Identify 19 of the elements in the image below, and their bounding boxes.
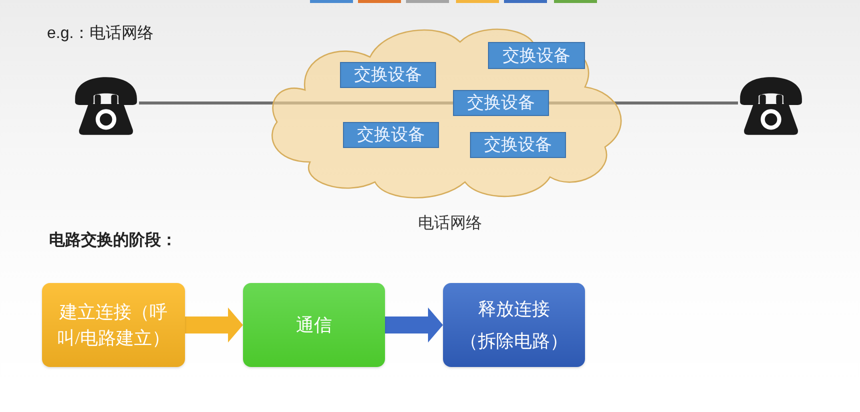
stage-title: 释放连接 [478, 298, 550, 321]
stage-box: 通信 [243, 283, 385, 367]
connection-line [549, 102, 738, 104]
telephone-icon [738, 76, 804, 136]
device-box: 交换设备 [488, 42, 585, 69]
connection-line [139, 102, 453, 104]
example-label: e.g.：电话网络 [47, 24, 154, 44]
device-box: 交换设备 [470, 132, 566, 158]
stage-box: 建立连接（呼叫/电路建立） [42, 283, 185, 367]
section-heading: 电路交换的阶段： [49, 231, 177, 251]
device-box: 交换设备 [453, 90, 549, 116]
device-box: 交换设备 [340, 62, 436, 88]
device-box: 交换设备 [343, 122, 439, 148]
stage-box [443, 283, 585, 367]
cloud-caption: 电话网络 [418, 214, 482, 234]
block-arrow [385, 308, 443, 342]
stage-note: （拆除电路） [460, 330, 568, 353]
telephone-icon [73, 76, 139, 136]
block-arrow [185, 308, 243, 342]
